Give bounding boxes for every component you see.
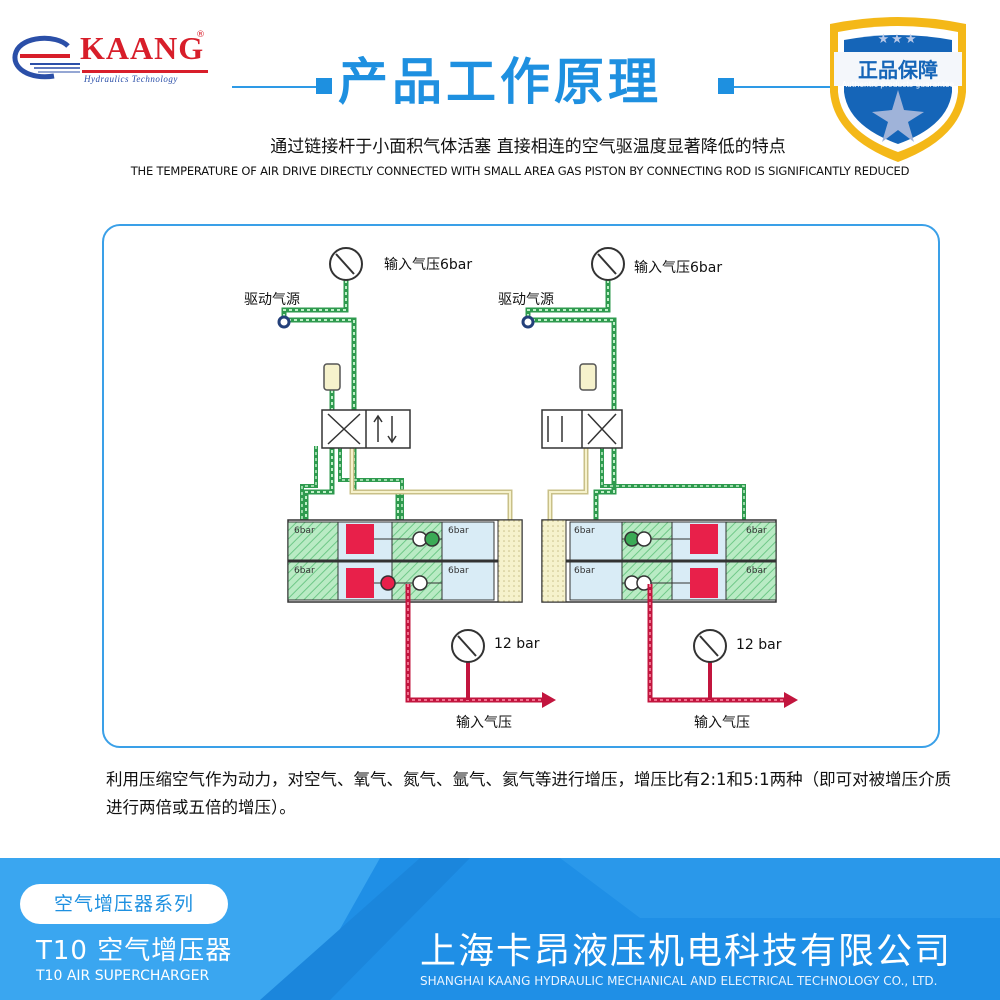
subtitle-chinese: 通过链接杆于小面积气体活塞 直接相连的空气驱温度显著降低的特点 [270,137,786,157]
right-chamber-label-2: 6bar [574,566,595,576]
right-output-label: 输入气压 [694,715,750,731]
right-input-pressure-label: 输入气压6bar [634,260,722,276]
left-output-arrow-icon [542,692,556,708]
left-piston-upper [346,524,374,554]
left-drive-source-icon [277,315,291,329]
logo-subtitle: Hydraulics Technology [84,74,178,84]
company-name-english: SHANGHAI KAANG HYDRAULIC MECHANICAL AND … [420,974,938,988]
right-end-chamber [541,519,567,603]
badge-stars: ★★★ [877,32,919,47]
right-output-arrow-icon [784,692,798,708]
right-piston-lower [690,568,718,598]
left-unit: 6bar 6bar 6bar 6bar [277,247,556,708]
series-badge: 空气增压器系列 [20,884,228,924]
right-chamber-label-4: 6bar [746,566,767,576]
model-name-english: T10 AIR SUPERCHARGER [36,968,210,984]
right-piston-upper [690,524,718,554]
model-name-chinese: T10 空气增压器 [36,936,233,966]
logo-brand: KAANG [80,30,205,66]
left-chamber-label-1: 6bar [294,526,315,536]
description-text: 利用压缩空气作为动力，对空气、氧气、氮气、氩气、氦气等进行增压，增压比有2:1和… [106,770,952,817]
right-chamber-label-1: 6bar [574,526,595,536]
title-line-left [232,86,318,88]
left-piston-lower [346,568,374,598]
title-square-right [718,78,734,94]
authentic-guarantee-badge: ★★★ 正品保障 Authentic products guarantee [826,14,970,164]
right-muffler-icon [579,363,597,391]
right-drive-source-icon [521,315,535,329]
left-output-label: 输入气压 [456,715,512,731]
right-unit: 6bar 6bar 6bar 6bar [521,247,798,708]
logo-underline [82,70,208,73]
right-drive-source-label: 驱动气源 [498,292,554,308]
left-chamber-label-2: 6bar [294,566,315,576]
page-title: 产品工作原理 [0,52,1000,112]
shield-icon [830,17,966,162]
diagram-frame [102,224,940,748]
kaang-logo: KAANG ® Hydraulics Technology [10,30,210,92]
star-icon [872,90,924,142]
left-output-pressure-label: 12 bar [494,636,540,652]
company-name-chinese: 上海卡昂液压机电科技有限公司 [420,931,953,972]
title-line-right [734,86,830,88]
badge-subtitle: Authentic products guarantee [841,80,955,89]
page-title-text: 产品工作原理 [338,53,662,111]
logo-e-icon [12,35,80,80]
logo-registered: ® [196,30,205,40]
right-chamber-label-3: 6bar [746,526,767,536]
left-input-pressure-label: 输入气压6bar [384,257,472,273]
working-principle-diagram: 6bar 6bar 6bar 6bar 输入气压6bar 驱动气源 12 bar… [244,247,798,731]
left-muffler-icon [323,363,341,391]
left-end-chamber [497,519,523,603]
right-output-pressure-label: 12 bar [736,637,782,653]
badge-title: 正品保障 [858,58,938,82]
title-square-left [316,78,332,94]
subtitle-english: THE TEMPERATURE OF AIR DRIVE DIRECTLY CO… [130,164,910,178]
left-chamber-label-3: 6bar [448,526,469,536]
left-chamber-label-4: 6bar [448,566,469,576]
left-drive-source-label: 驱动气源 [244,292,300,308]
